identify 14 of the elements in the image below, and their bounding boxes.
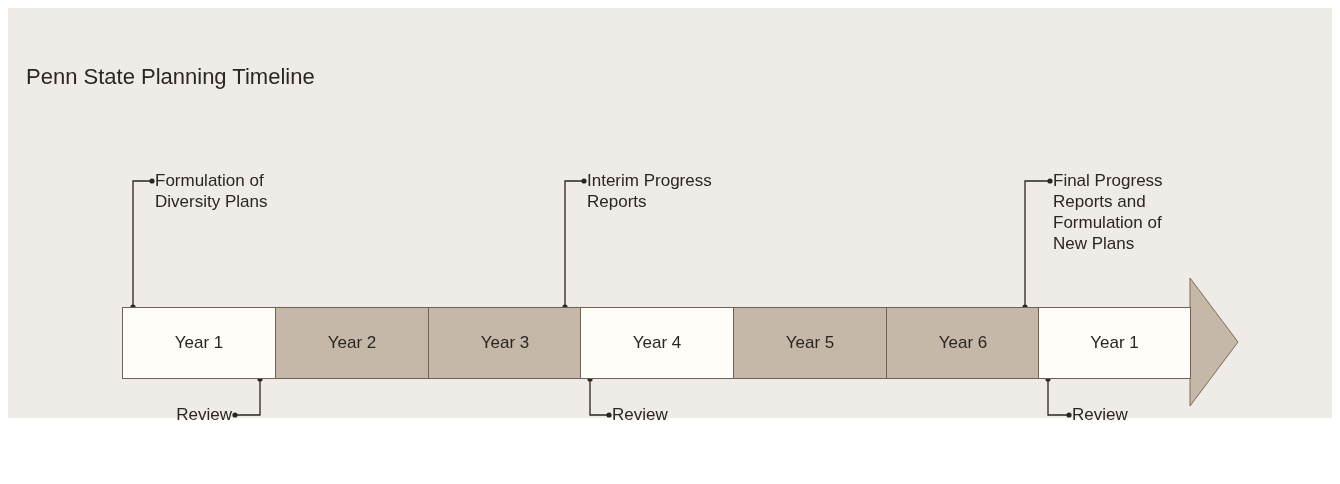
year-segment: Year 5 bbox=[733, 307, 887, 379]
year-segment: Year 4 bbox=[580, 307, 734, 379]
title: Penn State Planning Timeline bbox=[26, 64, 315, 90]
year-segment: Year 6 bbox=[886, 307, 1040, 379]
callout-text: Final Progress Reports and Formulation of New Plans bbox=[1053, 170, 1178, 254]
callout-text: Review bbox=[612, 404, 692, 425]
year-segment: Year 2 bbox=[275, 307, 429, 379]
callout-text: Formulation of Diversity Plans bbox=[155, 170, 285, 212]
year-segment: Year 1 bbox=[1038, 307, 1191, 379]
year-segment: Year 3 bbox=[428, 307, 582, 379]
callout-text: Review bbox=[160, 404, 232, 425]
callout-text: Interim Progress Reports bbox=[587, 170, 737, 212]
year-segment: Year 1 bbox=[122, 307, 276, 379]
callout-text: Review bbox=[1072, 404, 1152, 425]
